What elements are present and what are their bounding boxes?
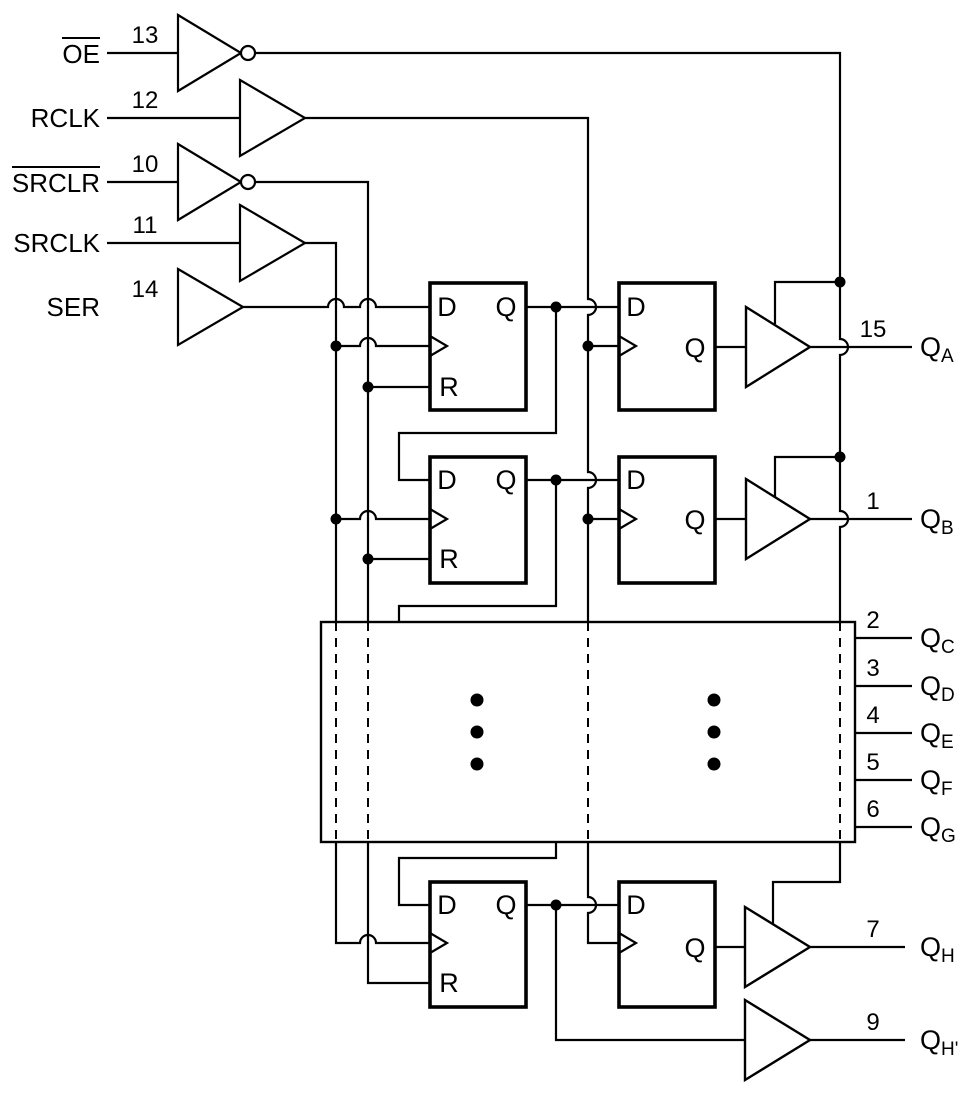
dashed-expansion-box	[319, 620, 912, 844]
qh-sub: H	[941, 946, 955, 967]
wire-ser	[243, 297, 430, 309]
input-label-srclr-text: SRCLR	[11, 166, 100, 198]
output-label-qc: QC	[920, 622, 955, 658]
qc-sub: C	[941, 637, 955, 658]
output-label-qe: QE	[920, 717, 954, 753]
qd-sub: D	[941, 685, 955, 706]
wires-stage-a	[336, 280, 912, 482]
srclk-buffer	[238, 203, 308, 283]
qg-sub: G	[941, 826, 956, 847]
input-label-ser: SER	[0, 291, 100, 323]
output-label-qf: QF	[920, 764, 953, 800]
input-pin-13: 13	[131, 22, 159, 49]
output-pin-3: 3	[866, 655, 880, 682]
ffa-shift-d-label: D	[437, 292, 457, 322]
qa-base: Q	[920, 332, 942, 362]
output-pin-7: 7	[866, 916, 880, 943]
output-buffer-qh	[743, 904, 813, 990]
ffh-store-q-label: Q	[684, 933, 706, 963]
output-pin-15: 15	[859, 316, 887, 343]
ffb-store-q-label: Q	[684, 505, 706, 535]
ffb-shift-q-label: Q	[495, 465, 517, 495]
storage-ff-b	[617, 455, 717, 585]
wire-oe	[107, 51, 850, 924]
ffh-store-d-label: D	[626, 890, 646, 920]
junction-dots	[330, 276, 846, 911]
ffa-store-d-label: D	[626, 292, 646, 322]
qf-sub: F	[941, 779, 953, 800]
shift-ff-a	[428, 281, 528, 412]
input-label-oe: OE	[0, 37, 100, 69]
rclk-buffer	[238, 78, 308, 158]
shift-ff-b	[428, 455, 528, 585]
flipflop-boxes	[428, 281, 717, 1009]
qf-base: Q	[920, 765, 942, 795]
output-buffer-qh-prime	[743, 997, 813, 1083]
output-pin-9: 9	[866, 1009, 880, 1036]
input-label-rclk-text: RCLK	[30, 103, 100, 133]
qb-sub: B	[941, 518, 954, 539]
qh-prime-sub: H'	[941, 1039, 959, 1060]
oe-inverter	[176, 13, 257, 93]
storage-ff-a	[617, 281, 717, 412]
wires-stage-b	[336, 455, 912, 622]
shift-ff-h	[428, 880, 528, 1009]
storage-ff-h	[617, 880, 717, 1009]
qh-base: Q	[920, 932, 942, 962]
output-buffers	[743, 304, 813, 1083]
ffh-shift-d-label: D	[437, 890, 457, 920]
output-pin-1: 1	[866, 488, 880, 515]
ffa-store-q-label: Q	[684, 333, 706, 363]
wire-srclr	[107, 180, 430, 985]
ffb-shift-r-label: R	[439, 544, 459, 574]
ffh-shift-r-label: R	[439, 968, 459, 998]
ffa-shift-q-label: Q	[495, 292, 517, 322]
wire-srclk	[107, 241, 430, 945]
input-label-srclr: SRCLR	[0, 166, 100, 198]
clock-chevrons	[429, 335, 639, 954]
ffa-shift-r-label: R	[439, 372, 459, 402]
qb-base: Q	[920, 504, 942, 534]
srclr-inverter	[176, 142, 257, 222]
input-pin-14: 14	[131, 276, 159, 303]
output-pin-6: 6	[866, 796, 880, 823]
input-label-srclk-text: SRCLK	[13, 228, 100, 258]
output-pin-5: 5	[866, 749, 880, 776]
input-label-srclk: SRCLK	[0, 227, 100, 259]
output-label-qh-prime: QH'	[920, 1024, 958, 1060]
input-label-rclk: RCLK	[0, 102, 100, 134]
qd-base: Q	[920, 671, 942, 701]
qc-base: Q	[920, 623, 942, 653]
output-buffer-qa	[744, 304, 813, 390]
input-pin-12: 12	[131, 87, 159, 114]
output-label-qa: QA	[920, 331, 954, 367]
output-pin-2: 2	[866, 607, 880, 634]
ffh-shift-q-label: Q	[495, 890, 517, 920]
input-label-ser-text: SER	[46, 292, 100, 322]
ser-buffer	[176, 267, 246, 347]
ellipsis-dots	[470, 693, 721, 771]
qg-base: Q	[920, 812, 942, 842]
wire-rclk	[107, 116, 619, 945]
output-label-qd: QD	[920, 670, 955, 706]
qa-sub: A	[941, 346, 954, 367]
wires-stage-h	[397, 842, 905, 1042]
input-pin-11: 11	[132, 212, 158, 239]
input-label-oe-text: OE	[62, 37, 100, 69]
qh-prime-base: Q	[920, 1025, 942, 1055]
qe-sub: E	[941, 732, 954, 753]
output-buffer-qb	[744, 476, 813, 562]
ffb-store-d-label: D	[626, 465, 646, 495]
qe-base: Q	[920, 718, 942, 748]
output-label-qb: QB	[920, 503, 954, 539]
output-label-qg: QG	[920, 811, 956, 847]
output-pin-4: 4	[866, 702, 880, 729]
ffb-shift-d-label: D	[437, 465, 457, 495]
input-pin-10: 10	[131, 151, 159, 178]
output-label-qh: QH	[920, 931, 955, 967]
